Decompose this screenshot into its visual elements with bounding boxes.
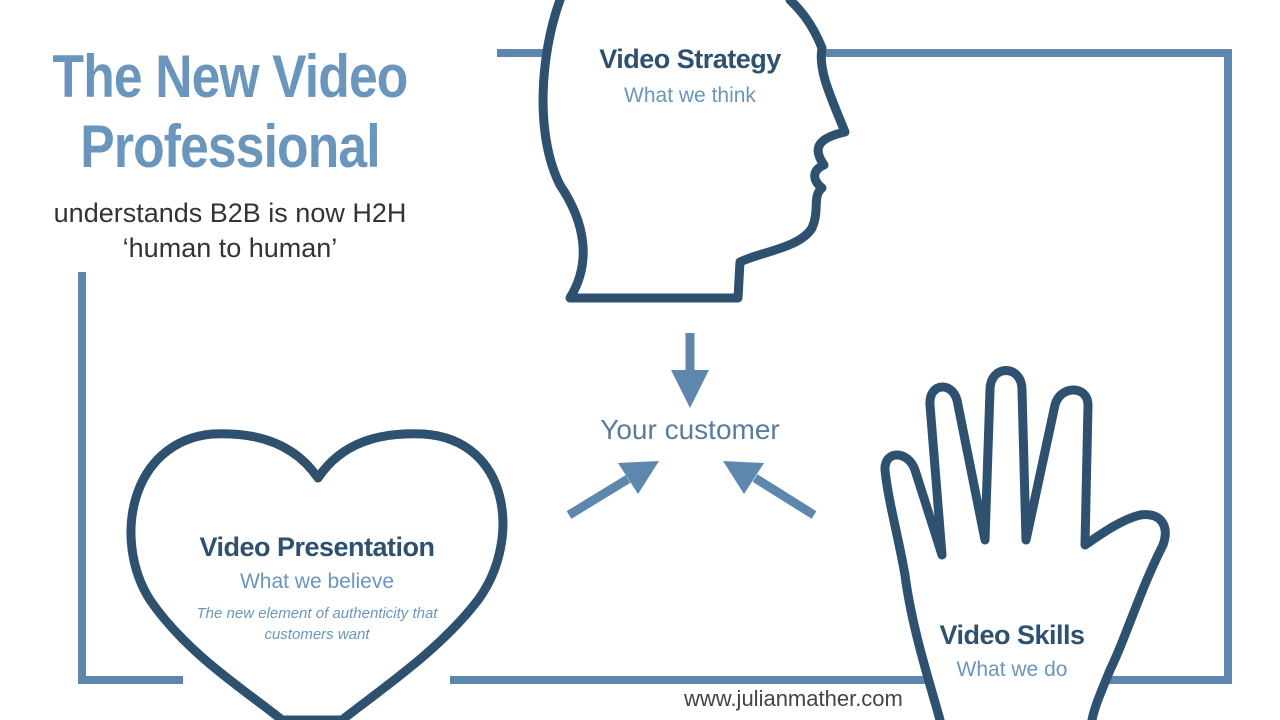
center-label: Your customer: [600, 414, 780, 445]
frame-top-right: [825, 49, 1232, 684]
footer-url: www.julianmather.com: [684, 686, 903, 711]
presentation-subtitle: What we believe: [239, 570, 395, 593]
subtitle-line2: ‘human to human’: [122, 233, 338, 263]
skills-subtitle: What we do: [956, 658, 1068, 681]
strategy-subtitle: What we think: [624, 84, 756, 107]
head-profile-icon: [538, 0, 850, 303]
heart-icon: [126, 429, 508, 720]
arrows: [566, 333, 817, 519]
arrow-left-up: [566, 461, 659, 519]
presentation-title: Video Presentation: [199, 532, 435, 562]
page-title-line1: The New Video: [52, 43, 409, 110]
frame-left: [78, 272, 183, 684]
arrow-down: [671, 333, 709, 408]
page-title-line2: Professional: [80, 113, 380, 180]
frame: [78, 49, 1232, 684]
strategy-title: Video Strategy: [599, 44, 781, 74]
hand-icon: [880, 366, 1170, 720]
skills-title: Video Skills: [939, 620, 1085, 650]
subtitle-line1: understands B2B is now H2H: [53, 198, 407, 228]
presentation-note-line1: The new element of authenticity that: [196, 605, 438, 622]
arrow-right-up: [723, 461, 817, 519]
presentation-note-line2: customers want: [264, 626, 370, 643]
